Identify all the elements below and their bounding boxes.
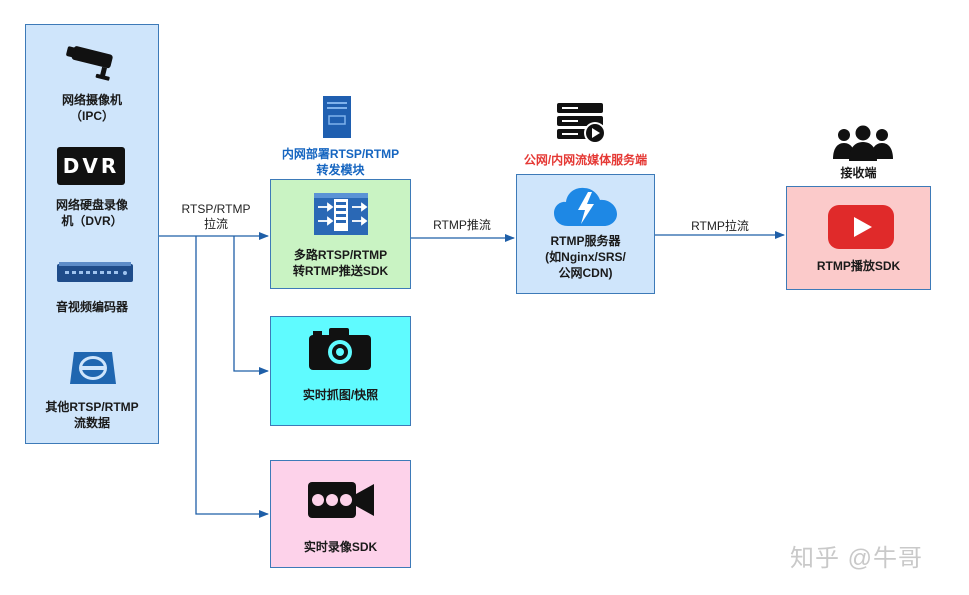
- play-pull-edge-label: RTMP拉流: [691, 219, 749, 233]
- dvr-label: 网络硬盘录像 机（DVR）: [55, 198, 128, 228]
- player-sdk-label: RTMP播放SDK: [816, 259, 901, 273]
- arrow-to-snapshot: [233, 236, 269, 375]
- encoder-label: 音视频编码器: [55, 300, 128, 314]
- media-server-icon: [557, 103, 606, 144]
- arrow-to-record: [195, 236, 269, 518]
- play-button-icon: [828, 205, 894, 249]
- receiver-caption: 接收端: [840, 166, 877, 180]
- snapshot-label: 实时抓图/快照: [302, 388, 379, 402]
- rtmp-server-box: [516, 174, 655, 294]
- cloud-bolt-icon: [554, 187, 617, 226]
- rtmp-server-label: RTMP服务器 (如Nginx/SRS/ 公网CDN): [545, 234, 626, 280]
- video-camera-icon: [308, 482, 374, 518]
- server-tower-icon: [323, 96, 351, 138]
- relay-sdk-label: 多路RTSP/RTMP 转RTMP推送SDK: [292, 248, 389, 278]
- photo-camera-icon: [309, 328, 371, 370]
- other-stream-label: 其他RTSP/RTMP 流数据: [45, 400, 139, 430]
- network-switch-icon: [314, 193, 368, 235]
- push-edge-label: RTMP推流: [433, 218, 491, 232]
- record-sdk-label: 实时录像SDK: [303, 540, 378, 554]
- dvr-icon: DVR: [57, 147, 125, 185]
- disc-drive-icon: [70, 352, 116, 384]
- watermark: 知乎 @牛哥: [790, 545, 924, 572]
- server-caption: 公网/内网流媒体服务端: [523, 153, 648, 167]
- ipc-label: 网络摄像机 （IPC）: [61, 93, 122, 123]
- pull-edge-label: RTSP/RTMP 拉流: [181, 202, 251, 231]
- relay-caption: 内网部署RTSP/RTMP 转发模块: [281, 147, 400, 177]
- cctv-camera-icon: [66, 46, 113, 81]
- encoder-device-icon: [57, 262, 133, 282]
- user-group-icon: [833, 125, 893, 161]
